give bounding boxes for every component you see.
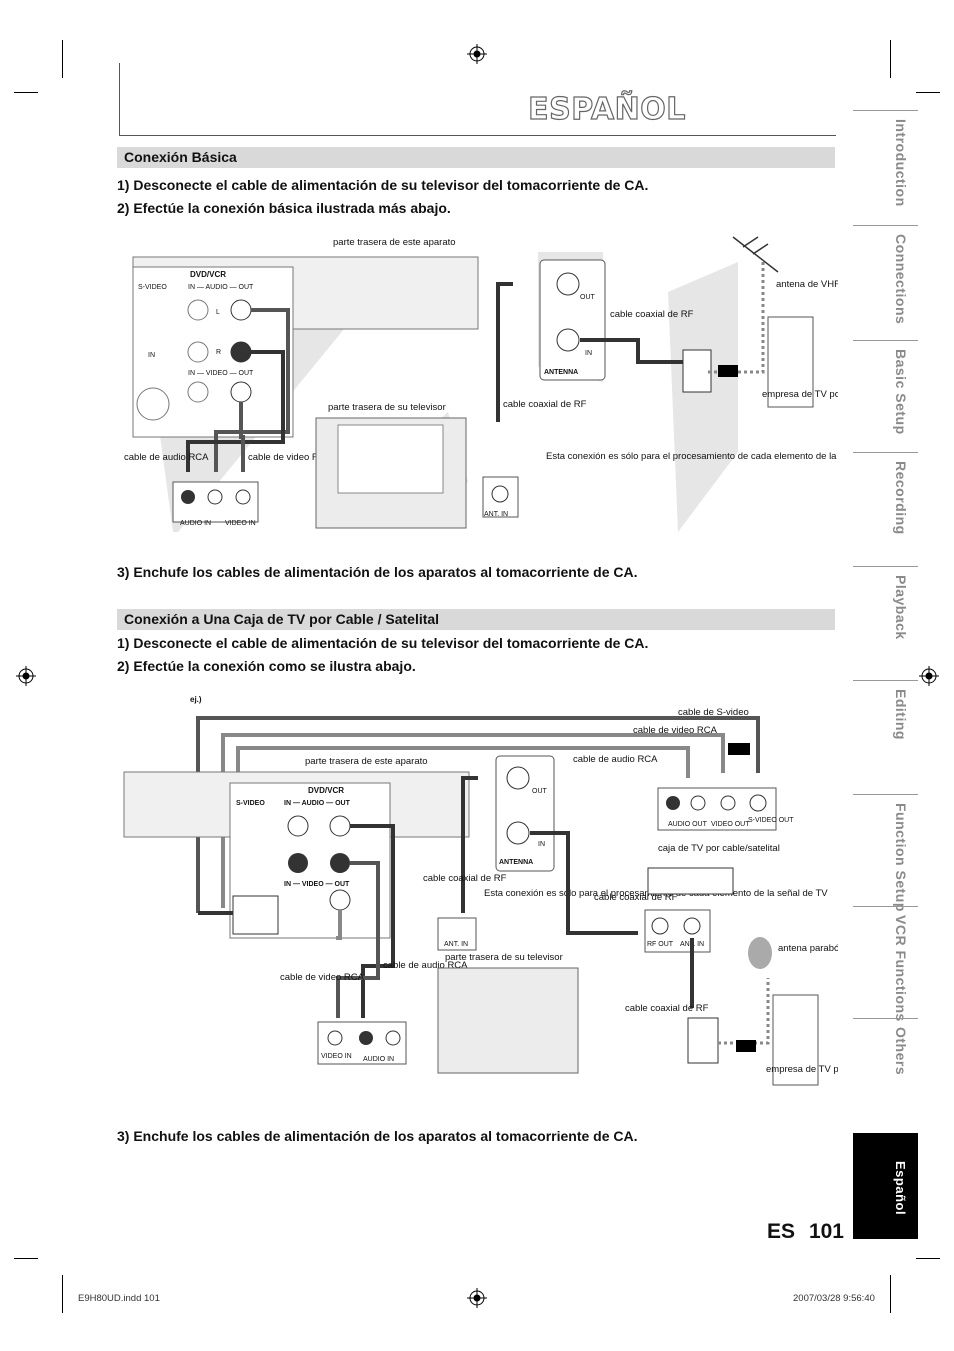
crop-mark <box>14 92 38 93</box>
label-rear-unit: parte trasera de este aparato <box>333 237 456 248</box>
cable-company-building <box>772 994 819 1086</box>
label-out: OUT <box>580 294 596 301</box>
label-l: L <box>216 309 220 316</box>
section-heading-cable-box: Conexión a Una Caja de TV por Cable / Sa… <box>117 609 835 630</box>
projection-shade <box>668 262 738 532</box>
label-cable-audio: cable de audio RCA <box>383 960 468 971</box>
crop-mark <box>62 1275 63 1313</box>
label-cable-video: cable de video RCA <box>280 972 365 983</box>
cable-box-connection-diagram: ej.) cable de S-video cable de video RCA… <box>123 695 838 1086</box>
label-cable-video: cable de video RCA <box>248 452 333 463</box>
label-s-video: S-VIDEO <box>138 284 167 291</box>
label-audio-io: IN — AUDIO — OUT <box>188 284 254 291</box>
label-video-in: VIDEO IN <box>321 1053 352 1060</box>
label-ant-in: ANT. IN <box>484 511 508 518</box>
footer-date: 2007/03/28 9:56:40 <box>793 1293 875 1304</box>
label-cable-coax: cable coaxial de RF <box>423 873 507 884</box>
tab-editing[interactable]: Editing <box>853 680 918 787</box>
label-video-io: IN — VIDEO — OUT <box>284 881 350 888</box>
tab-connections[interactable]: Connections <box>853 225 918 332</box>
registration-mark-icon <box>467 44 487 64</box>
tab-recording[interactable]: Recording <box>853 452 918 559</box>
crop-mark <box>916 1258 940 1259</box>
label-antenna: ANTENNA <box>499 859 533 866</box>
wall-outlet <box>687 1017 719 1064</box>
label-audio-in: AUDIO IN <box>363 1056 394 1063</box>
label-dvd-vcr: DVD/VCR <box>308 786 344 795</box>
label-r: R <box>216 349 221 356</box>
label-out: OUT <box>532 788 548 795</box>
tab-introduction[interactable]: Introduction <box>853 110 918 217</box>
registration-mark-icon <box>467 1288 487 1308</box>
step-text: 2) Efectúe la conexión como se ilustra a… <box>117 658 416 674</box>
label-in: IN <box>585 350 592 357</box>
label-audio-out: AUDIO OUT <box>668 821 708 828</box>
tab-playback[interactable]: Playback <box>853 566 918 673</box>
label-dvd-vcr: DVD/VCR <box>190 270 226 279</box>
page-title: ESPAÑOL <box>528 91 686 127</box>
label-audio-in: AUDIO IN <box>180 520 211 527</box>
antenna-jack-block <box>539 259 606 381</box>
label-audio-io: IN — AUDIO — OUT <box>284 800 351 807</box>
label-cable-company: empresa de TV por cable <box>762 389 838 400</box>
step-text: 3) Enchufe los cables de alimentación de… <box>117 1128 638 1144</box>
label-video-io: IN — VIDEO — OUT <box>188 370 254 377</box>
wall-outlet <box>682 349 712 393</box>
label-ant-in: ANT. IN <box>444 941 468 948</box>
tv-rear-panel <box>437 967 579 1074</box>
tab-basic-setup[interactable]: Basic Setup <box>853 340 918 444</box>
tab-function-setup[interactable]: Function Setup <box>853 794 918 912</box>
tab-others[interactable]: Others <box>853 1018 918 1123</box>
section-heading-basic: Conexión Básica <box>117 147 835 168</box>
label-cable-coax: cable coaxial de RF <box>594 892 678 903</box>
label-in: IN <box>538 841 545 848</box>
label-cable-audio: cable de audio RCA <box>124 452 209 463</box>
antenna-icon <box>732 236 779 273</box>
s-video-jack <box>136 387 170 421</box>
crop-mark <box>14 1258 38 1259</box>
registration-mark-icon <box>919 666 939 686</box>
crop-mark <box>62 40 63 78</box>
step-text: 2) Efectúe la conexión básica ilustrada … <box>117 200 451 216</box>
basic-connection-diagram: parte trasera de este aparato DVD/VCR S-… <box>124 236 838 532</box>
label-antenna: ANTENNA <box>544 369 578 376</box>
label-cable-box: caja de TV por cable/satelital <box>658 843 780 854</box>
label-cable-coax: cable coaxial de RF <box>625 1003 709 1014</box>
registration-mark-icon <box>16 666 36 686</box>
label-cable-video: cable de video RCA <box>633 725 718 736</box>
label-video-in: VIDEO IN <box>225 520 256 527</box>
footer-file: E9H80UD.indd 101 <box>78 1293 160 1304</box>
step-text: 3) Enchufe los cables de alimentación de… <box>117 564 638 580</box>
label-rear-tv: parte trasera de su televisor <box>445 952 563 963</box>
note-text: Esta conexión es sólo para el procesamie… <box>546 451 838 462</box>
crop-mark <box>916 92 940 93</box>
example-label: ej.) <box>190 695 202 704</box>
label-cable-coax: cable coaxial de RF <box>503 399 587 410</box>
step-text: 1) Desconecte el cable de alimentación d… <box>117 177 649 193</box>
step-text: 1) Desconecte el cable de alimentación d… <box>117 635 649 651</box>
label-video-out: VIDEO OUT <box>711 821 750 828</box>
label-rf-out: RF OUT <box>647 941 674 948</box>
label-svideo-out: S-VIDEO OUT <box>748 817 794 824</box>
label-in: IN <box>148 352 155 359</box>
label-cable-coax: cable coaxial de RF <box>610 309 694 320</box>
label-antenna-vhf: antena de VHF / UHF <box>776 279 838 290</box>
label-rear-unit: parte trasera de este aparato <box>305 756 428 767</box>
cable-box-icon <box>647 867 734 895</box>
label-s-video: S-VIDEO <box>236 800 265 807</box>
label-cable-audio: cable de audio RCA <box>573 754 658 765</box>
cable-company-building <box>767 316 814 408</box>
crop-mark <box>890 40 891 78</box>
label-rear-tv: parte trasera de su televisor <box>328 402 446 413</box>
satellite-dish-icon <box>748 937 772 969</box>
title-frame <box>119 63 836 136</box>
tab-espanol[interactable]: Español <box>853 1133 918 1239</box>
label-dish: antena parabólica satelital <box>778 943 838 954</box>
label-cable-company: empresa de TV por cable <box>766 1064 838 1075</box>
label-cable-svideo: cable de S-video <box>678 707 749 718</box>
s-video-jack <box>232 895 279 935</box>
tab-vcr-functions[interactable]: VCR Functions <box>853 906 918 1022</box>
crop-mark <box>890 1275 891 1313</box>
